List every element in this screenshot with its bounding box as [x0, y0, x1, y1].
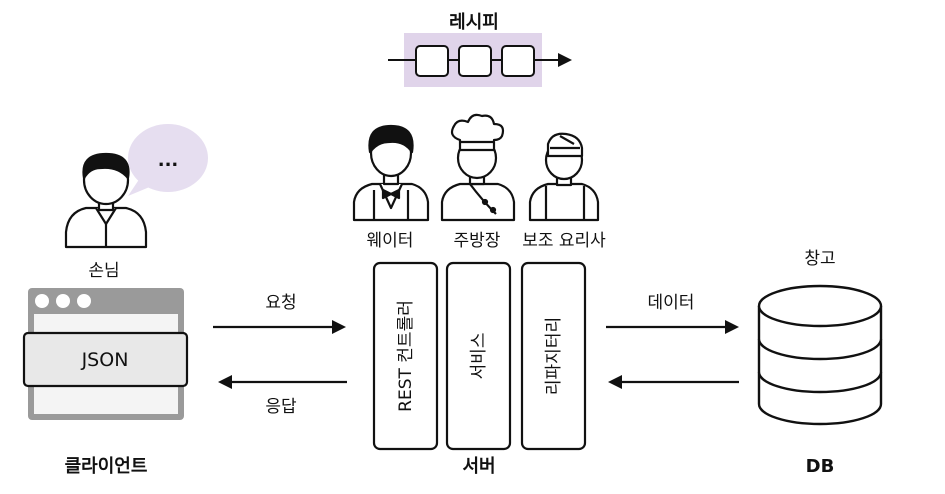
repository-label: 리파지터리: [544, 317, 564, 395]
window-dot-icon: [56, 294, 70, 308]
service-label: 서비스: [469, 333, 489, 380]
json-panel: [22, 331, 189, 388]
client-window: [22, 288, 189, 420]
customer-label: 손님: [88, 261, 119, 281]
customer-person-icon: [64, 152, 148, 249]
speech-bubble-icon: [128, 124, 208, 196]
response-arrow: [218, 375, 347, 389]
data-arrow-left: [608, 375, 739, 389]
recipe-title: 레시피: [449, 12, 499, 33]
db-title: 창고: [804, 249, 835, 269]
server-label: 서버: [462, 456, 495, 477]
server-layers: [372, 261, 587, 451]
database-icon: [757, 284, 883, 426]
repository-box: [520, 261, 587, 451]
json-panel-text: JSON: [81, 349, 129, 371]
waiter-icon: [352, 124, 430, 222]
bubble-text: ...: [158, 150, 179, 171]
db-label: DB: [806, 456, 835, 477]
data-arrow-right: [606, 320, 739, 334]
client-label: 클라이언트: [65, 456, 148, 477]
request-arrow: [213, 320, 346, 334]
assistant-cook-icon: [528, 132, 600, 222]
rest-controller-label: REST 컨트롤러: [396, 300, 416, 412]
window-dot-icon: [35, 294, 49, 308]
rest-controller-box: [372, 261, 439, 451]
head-chef-label: 주방장: [454, 231, 501, 251]
request-label: 요청: [265, 293, 296, 313]
service-box: [445, 261, 512, 451]
recipe-pipeline-icon: [388, 33, 572, 87]
waiter-label: 웨이터: [367, 231, 414, 251]
assistant-cook-label: 보조 요리사: [522, 231, 606, 251]
data-label: 데이터: [648, 293, 695, 313]
response-label: 응답: [265, 397, 297, 417]
chef-icon: [440, 113, 516, 222]
window-dot-icon: [77, 294, 91, 308]
